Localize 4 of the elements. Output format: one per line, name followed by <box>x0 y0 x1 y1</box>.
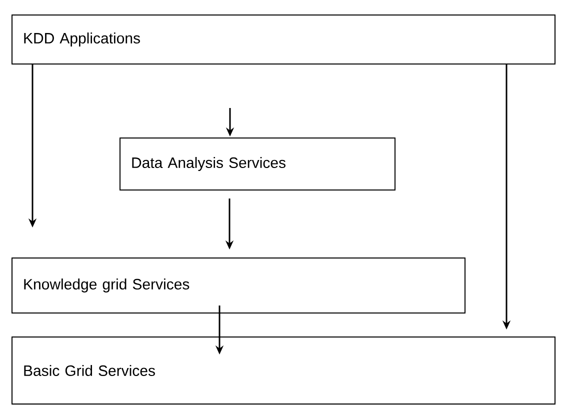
service-box: Basic Grid Services <box>12 336 556 404</box>
service-box: KDD Applications <box>12 14 556 64</box>
service-box: Knowledge grid Services <box>12 258 466 314</box>
service-box: Data Analysis Services <box>120 138 396 190</box>
